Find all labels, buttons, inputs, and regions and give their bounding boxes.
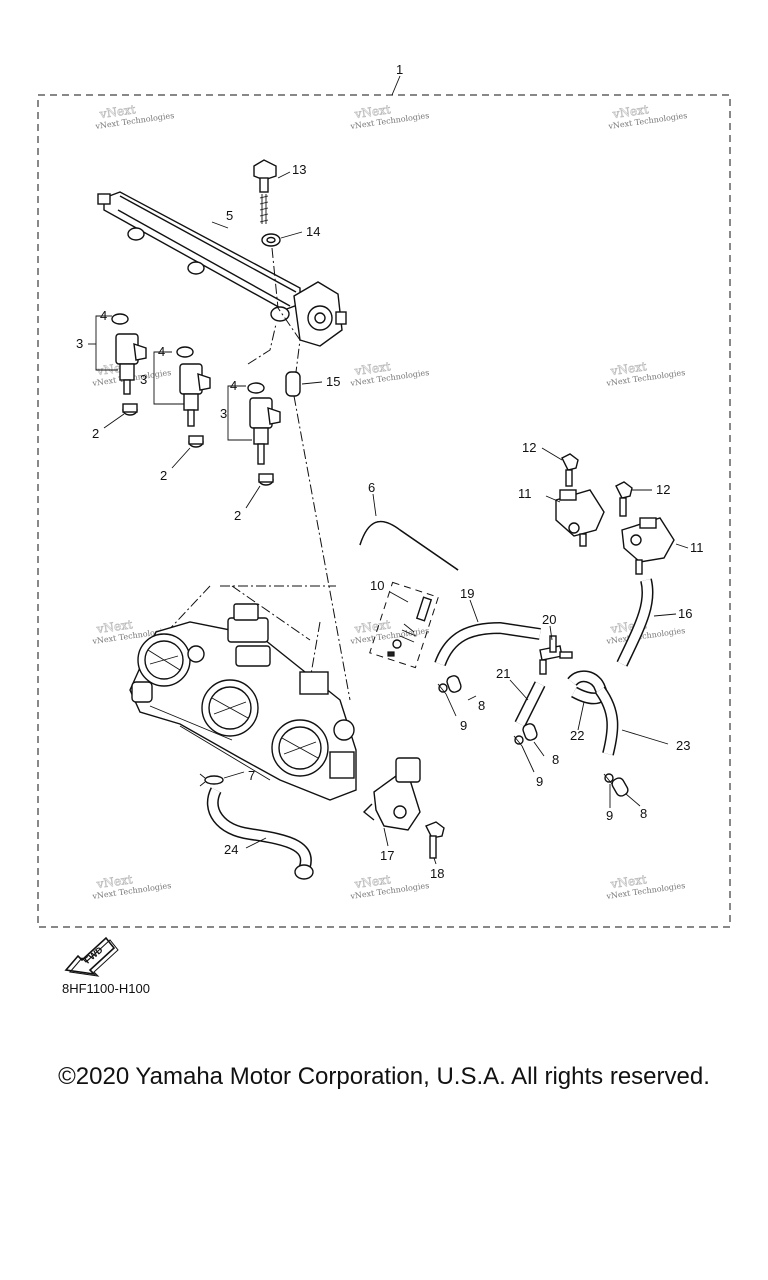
svg-text:24: 24 xyxy=(224,842,238,857)
collar-15 xyxy=(285,371,301,397)
bolt-18 xyxy=(425,821,445,859)
assembly-boundary xyxy=(37,94,731,928)
injector-1 xyxy=(111,313,147,416)
svg-text:9: 9 xyxy=(536,774,543,789)
fitting-20 xyxy=(539,635,573,675)
svg-text:vNext: vNext xyxy=(95,872,134,891)
svg-text:6: 6 xyxy=(368,480,375,495)
svg-text:12: 12 xyxy=(656,482,670,497)
svg-text:7: 7 xyxy=(248,768,255,783)
svg-text:4: 4 xyxy=(100,308,107,323)
svg-text:8: 8 xyxy=(552,752,559,767)
svg-text:20: 20 xyxy=(542,612,556,627)
svg-text:8: 8 xyxy=(478,698,485,713)
fuel-rail xyxy=(97,191,347,347)
svg-text:5: 5 xyxy=(226,208,233,223)
svg-text:4: 4 xyxy=(230,378,237,393)
svg-text:vNext: vNext xyxy=(353,617,392,636)
sensor-17 xyxy=(362,757,421,831)
svg-text:8: 8 xyxy=(640,806,647,821)
svg-text:14: 14 xyxy=(306,224,320,239)
svg-text:9: 9 xyxy=(606,808,613,823)
cap-8-a xyxy=(446,675,462,693)
injector-2 xyxy=(176,346,211,448)
svg-text:vNext: vNext xyxy=(98,102,137,121)
svg-text:22: 22 xyxy=(570,728,584,743)
copyright-notice: ©2020 Yamaha Motor Corporation, U.S.A. A… xyxy=(58,1063,710,1090)
svg-text:vNext: vNext xyxy=(353,102,392,121)
svg-text:23: 23 xyxy=(676,738,690,753)
cap-8-c xyxy=(611,777,629,797)
svg-text:16: 16 xyxy=(678,606,692,621)
bolt-12-b xyxy=(615,481,633,517)
bolt-13 xyxy=(253,159,277,224)
clip-9-c xyxy=(603,773,614,785)
svg-text:3: 3 xyxy=(140,372,147,387)
svg-text:12: 12 xyxy=(522,440,536,455)
sensor-11-a xyxy=(555,489,605,547)
cap-8-b xyxy=(522,723,538,741)
fitting-10 xyxy=(369,581,439,669)
svg-text:11: 11 xyxy=(518,486,532,501)
svg-text:vNext: vNext xyxy=(353,359,392,378)
fwd-arrow-icon: FWD xyxy=(64,936,119,977)
svg-text:1: 1 xyxy=(396,62,403,77)
svg-text:3: 3 xyxy=(76,336,83,351)
svg-text:2: 2 xyxy=(234,508,241,523)
svg-text:13: 13 xyxy=(292,162,306,177)
svg-text:vNext: vNext xyxy=(609,872,648,891)
clip-9-a xyxy=(437,683,448,695)
part-code: 8HF1100-H100 xyxy=(62,981,150,996)
callout-labels: 1 2 2 2 3 3 3 4 4 4 5 6 7 8 8 8 9 9 9 10… xyxy=(76,62,704,881)
svg-text:11: 11 xyxy=(690,540,704,555)
svg-text:15: 15 xyxy=(326,374,340,389)
svg-text:4: 4 xyxy=(158,344,165,359)
svg-text:10: 10 xyxy=(370,578,384,593)
svg-text:18: 18 xyxy=(430,866,444,881)
bolt-12-a xyxy=(561,453,579,487)
svg-text:19: 19 xyxy=(460,586,474,601)
svg-text:vNext: vNext xyxy=(95,617,134,636)
clip-7 xyxy=(199,773,224,787)
svg-text:2: 2 xyxy=(160,468,167,483)
svg-text:17: 17 xyxy=(380,848,394,863)
svg-text:2: 2 xyxy=(92,426,99,441)
svg-text:vNext: vNext xyxy=(611,102,650,121)
svg-text:vNext: vNext xyxy=(353,872,392,891)
svg-text:9: 9 xyxy=(460,718,467,733)
sensor-11-b xyxy=(621,517,675,575)
clip-9-b xyxy=(513,735,524,747)
svg-text:3: 3 xyxy=(220,406,227,421)
svg-text:vNext: vNext xyxy=(609,359,648,378)
svg-text:21: 21 xyxy=(496,666,510,681)
injector-3 xyxy=(247,382,281,486)
throttle-body xyxy=(129,603,357,801)
